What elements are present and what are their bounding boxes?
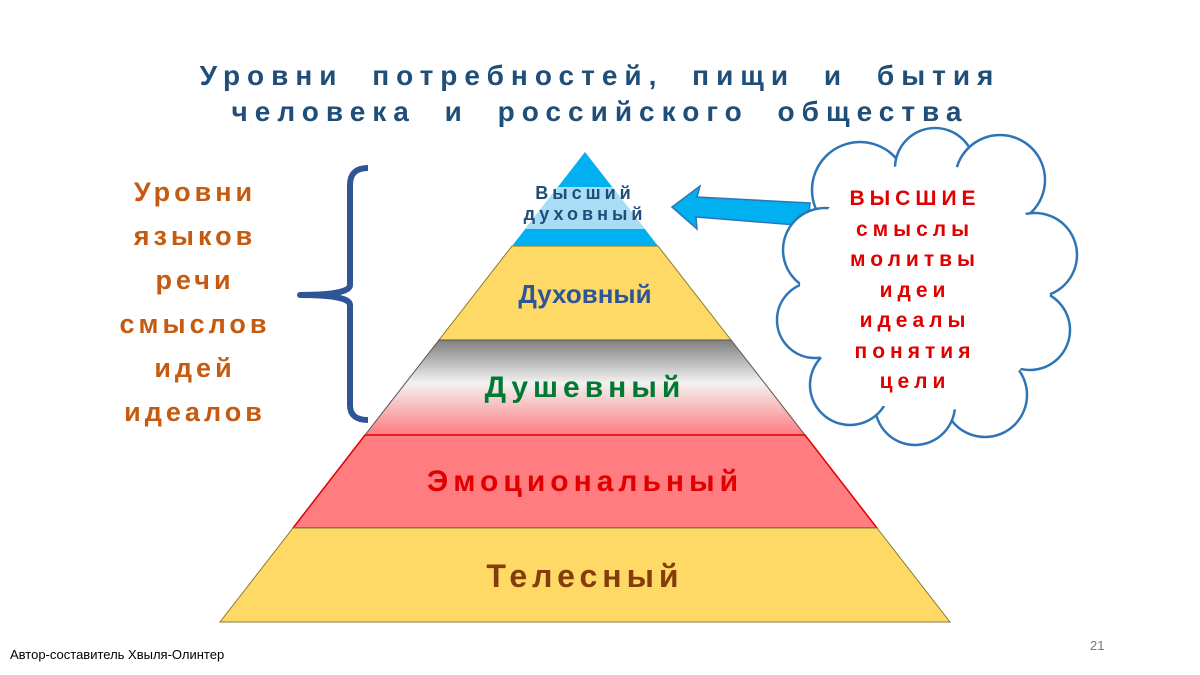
left-list-item: Уровни bbox=[133, 177, 257, 207]
left-list-item: смыслов bbox=[119, 309, 271, 339]
cloud-item: ВЫСШИЕ bbox=[849, 187, 981, 210]
curly-brace bbox=[297, 165, 369, 423]
pyramid-top-highlight bbox=[525, 187, 645, 229]
page-number: 21 bbox=[1090, 638, 1105, 653]
cloud-text: ВЫСШИЕ смыслы молитвы идеи идеалы поняти… bbox=[800, 184, 1030, 398]
cloud-item: смыслы bbox=[855, 217, 975, 241]
title-line-1: Уровни потребностей, пищи и бытия bbox=[199, 60, 1001, 91]
left-list-item: идеалов bbox=[124, 397, 266, 427]
pyramid-label-top: Высший духовный bbox=[485, 183, 685, 225]
pyramid-label-spiritual: Духовный bbox=[518, 279, 652, 309]
pyramid-level-bodily bbox=[218, 527, 952, 623]
pyramid-label-top-line1: Высший bbox=[535, 183, 635, 203]
left-list: Уровни языков речи смыслов идей идеалов bbox=[95, 170, 295, 434]
cloud-item: идеи bbox=[879, 278, 951, 302]
pyramid-label-top-line2: духовный bbox=[523, 204, 647, 224]
left-list-item: идей bbox=[154, 353, 236, 383]
arrow-icon bbox=[670, 184, 811, 231]
pyramid-label-bodily: Телесный bbox=[486, 558, 684, 594]
cloud-item: понятия bbox=[854, 339, 976, 363]
left-list-item: речи bbox=[155, 265, 235, 295]
left-list-item: языков bbox=[133, 221, 257, 251]
cloud-item: цели bbox=[879, 370, 951, 393]
cloud-item: молитвы bbox=[850, 248, 980, 271]
pyramid-label-soul: Душевный bbox=[484, 371, 686, 404]
pyramid-label-emotional: Эмоциональный bbox=[426, 465, 744, 498]
title-line-2: человека и российского общества bbox=[231, 96, 969, 127]
cloud-item: идеалы bbox=[859, 309, 971, 332]
footer-author: Автор-составитель Хвыля-Олинтер bbox=[10, 647, 225, 662]
